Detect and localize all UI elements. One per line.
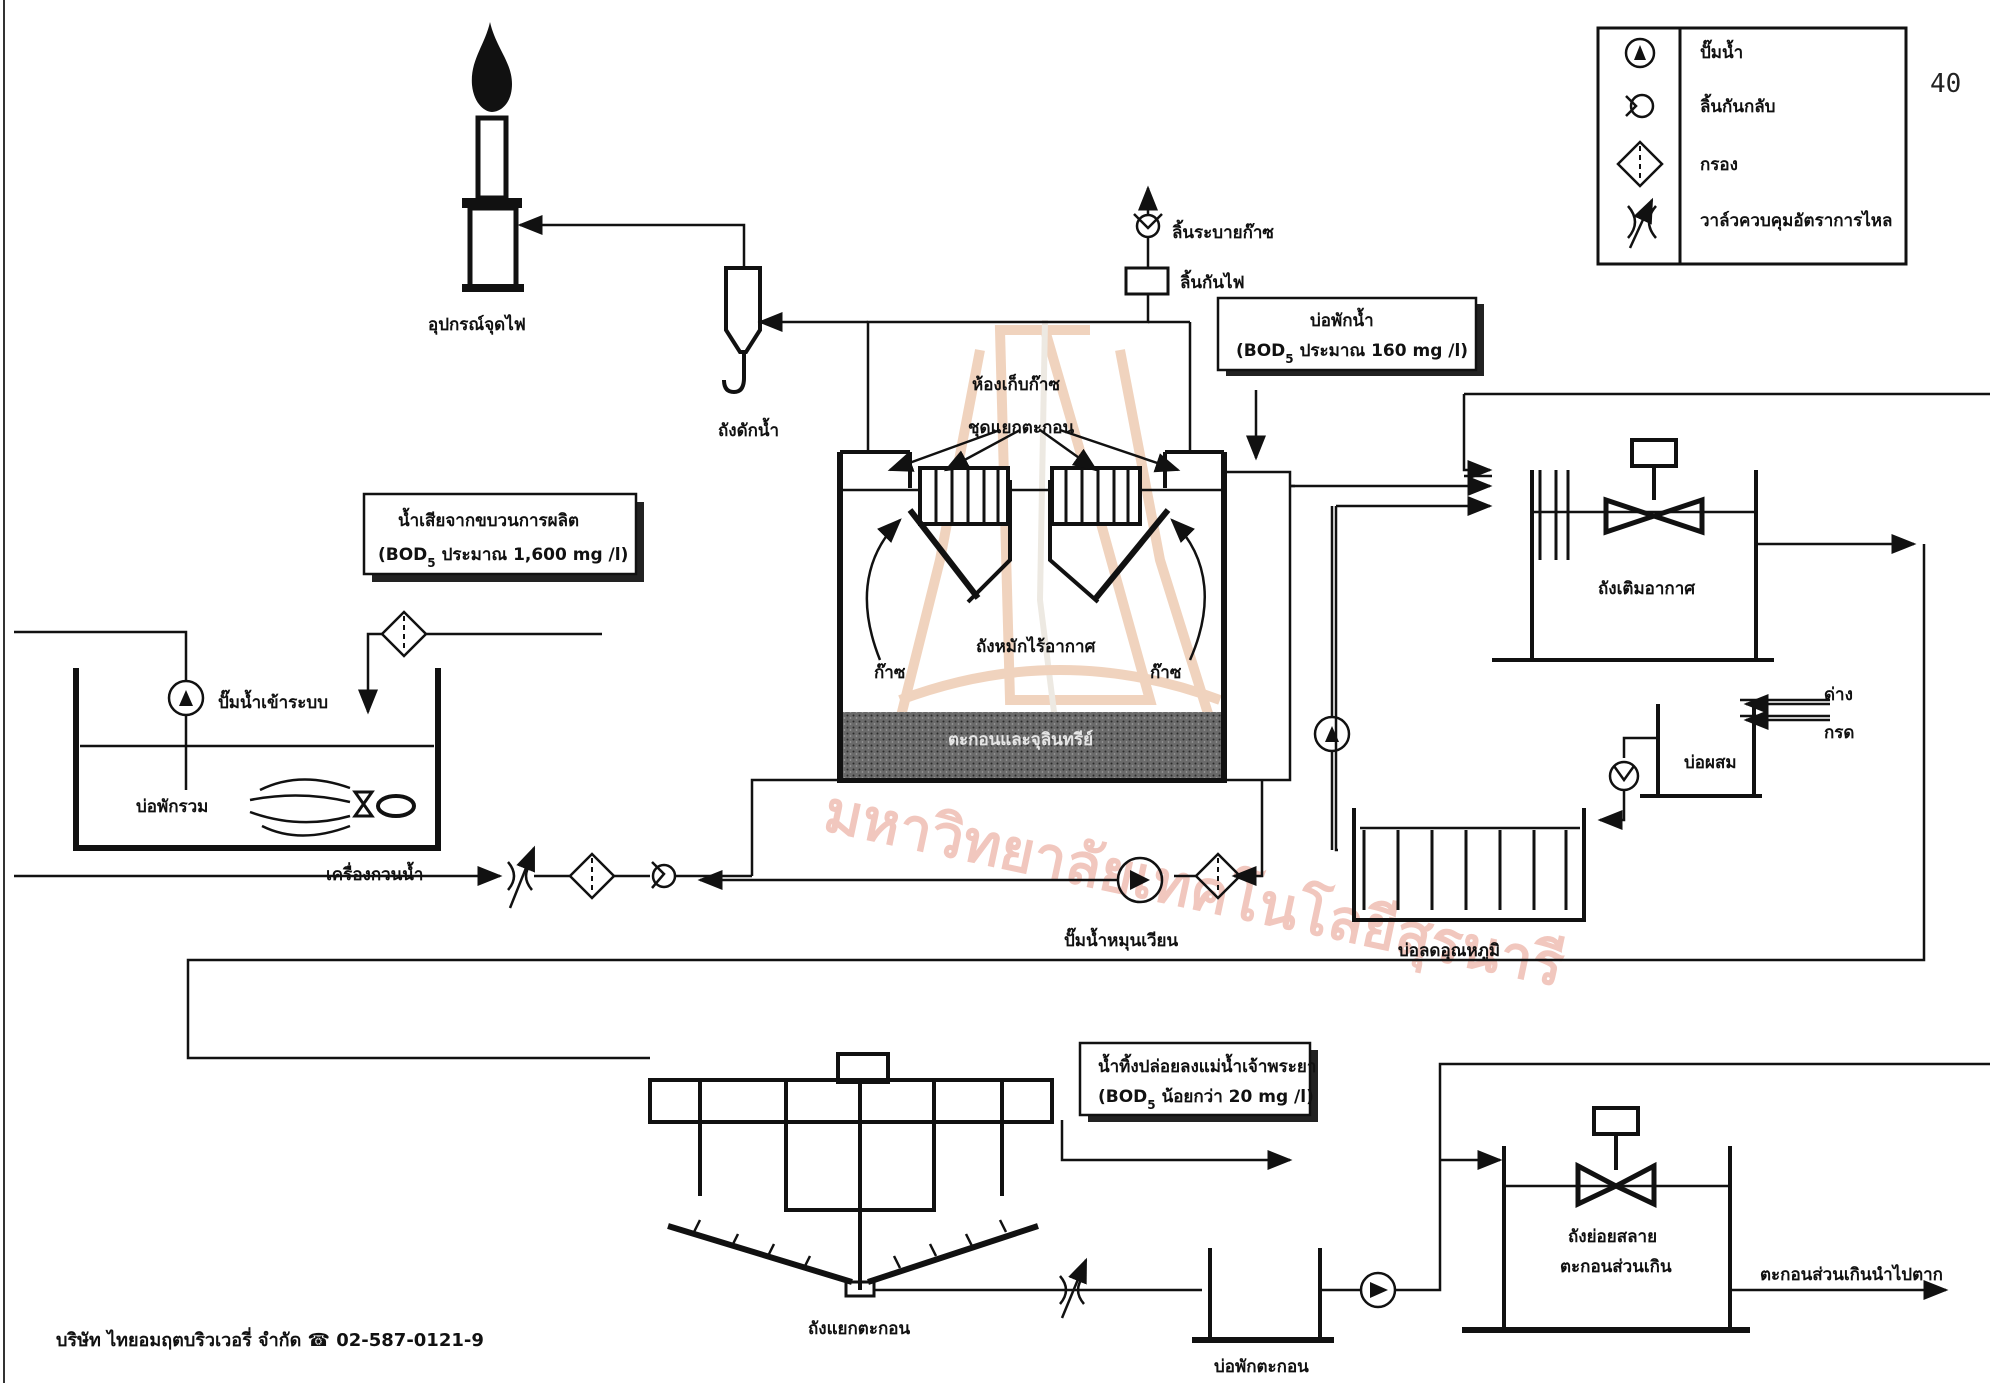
feed-filter bbox=[570, 854, 614, 898]
sludge-digester bbox=[1462, 1108, 1750, 1330]
legend: ปั๊มน้ำ ลิ้นกันกลับ กรอง วาล์วควบคุมอัตร… bbox=[1598, 28, 1906, 264]
aeration-tank-label: ถังเติมอากาศ bbox=[1598, 579, 1696, 599]
sludge-blanket-label: ตะกอนและจุลินทรีย์ bbox=[948, 729, 1093, 750]
collection-pond-label: บ่อพักรวม bbox=[136, 797, 208, 817]
mixer bbox=[250, 779, 414, 835]
filter-icon bbox=[1618, 142, 1662, 186]
holding-pond-bod-sub: 5 bbox=[1285, 352, 1293, 366]
legend-label-pump: ปั๊มน้ำ bbox=[1700, 39, 1743, 63]
university-logo-watermark bbox=[900, 320, 1220, 760]
mixer-label: เครื่องกวนน้ำ bbox=[326, 861, 423, 885]
gas-label-left: ก๊าซ bbox=[874, 663, 906, 683]
aeration-tank bbox=[1492, 440, 1774, 660]
inlet-pump-label: ปั๊มน้ำเข้าระบบ bbox=[218, 689, 328, 713]
inlet-pump bbox=[169, 681, 203, 715]
discharge-bod-post: น้อยกว่า 20 mg /l) bbox=[1156, 1087, 1314, 1107]
water-trap bbox=[724, 268, 760, 392]
wastewater-bod-pre: (BOD bbox=[378, 545, 427, 565]
discharge-title: น้ำทิ้งปล่อยลงแม่น้ำเจ้าพระยา bbox=[1098, 1053, 1316, 1077]
feed-check-valve bbox=[652, 862, 675, 888]
anaerobic-tank-label: ถังหมักไร้อากาศ bbox=[976, 636, 1097, 657]
discharge-box: น้ำทิ้งปล่อยลงแม่น้ำเจ้าพระยา (BOD5 น้อย… bbox=[1080, 1043, 1318, 1122]
clarifier bbox=[650, 1054, 1052, 1296]
gas-label-right: ก๊าซ bbox=[1150, 663, 1182, 683]
flame-arrester-label: ลิ้นกันไฟ bbox=[1180, 269, 1245, 293]
check-valve-icon bbox=[1626, 95, 1653, 117]
university-name-watermark: มหาวิทยาลัยเทคโนโลยีสุรนารี bbox=[818, 776, 1571, 1003]
recirc-pump-label: ปั๊มน้ำหมุนเวียน bbox=[1064, 927, 1179, 951]
flare-label: อุปกรณ์จุดไฟ bbox=[428, 314, 526, 335]
wastewater-bod-post: ประมาณ 1,600 mg /l) bbox=[436, 545, 629, 565]
mixing-pond-label: บ่อผสม bbox=[1684, 753, 1737, 773]
anaerobic-tank bbox=[840, 430, 1224, 780]
digester-label-line2: ตะกอนส่วนเกิน bbox=[1560, 1257, 1672, 1277]
discharge-bod-sub: 5 bbox=[1147, 1098, 1155, 1112]
wastewater-box: น้ำเสียจากขบวนการผลิต (BOD5 ประมาณ 1,600… bbox=[364, 494, 644, 582]
digester-label-line1: ถังย่อยสลาย bbox=[1568, 1227, 1657, 1247]
pump-icon bbox=[1626, 39, 1654, 67]
gas-vent-label: ลิ้นระบายก๊าซ bbox=[1172, 219, 1274, 243]
inlet-filter bbox=[382, 612, 426, 656]
cooling-pond-label: บ่อลดอุณหภูมิ bbox=[1398, 941, 1500, 962]
holding-pond-title: บ่อพักน้ำ bbox=[1310, 307, 1374, 331]
water-trap-label: ถังดักน้ำ bbox=[718, 417, 779, 441]
mixing-check-valve bbox=[1610, 762, 1638, 790]
legend-label-flow-valve: วาล์วควบคุมอัตราการไหล bbox=[1700, 210, 1892, 231]
clarifier-label: ถังแยกตะกอน bbox=[808, 1319, 910, 1339]
sludge-pump bbox=[1361, 1273, 1395, 1307]
holding-pond-box: บ่อพักน้ำ (BOD5 ประมาณ 160 mg /l) bbox=[1218, 298, 1484, 376]
gas-vent-valve bbox=[1134, 188, 1162, 237]
sludge-pond-label: บ่อพักตะกอน bbox=[1214, 1357, 1309, 1377]
gas-chamber-label: ห้องเก็บก๊าซ bbox=[972, 372, 1060, 395]
excess-sludge-out-label: ตะกอนส่วนเกินนำไปตาก bbox=[1760, 1264, 1943, 1285]
base-label: ด่าง bbox=[1824, 685, 1853, 705]
legend-label-check-valve: ลิ้นกันกลับ bbox=[1700, 93, 1775, 117]
footer-company: บริษัท ไทยอมฤตบริวเวอรี่ จำกัด ☎ 02-587-… bbox=[56, 1327, 484, 1351]
flare bbox=[462, 22, 524, 292]
page-number: 40 bbox=[1930, 69, 1961, 99]
holding-pond-bod-pre: (BOD bbox=[1236, 341, 1285, 361]
feed-flow-valve bbox=[508, 848, 534, 908]
legend-label-filter: กรอง bbox=[1700, 155, 1738, 175]
mixing-pond bbox=[1658, 704, 1754, 796]
discharge-bod-pre: (BOD bbox=[1098, 1087, 1147, 1107]
sludge-pond bbox=[1210, 1248, 1320, 1340]
acid-label: กรด bbox=[1824, 723, 1854, 743]
holding-pond-bod-post: ประมาณ 160 mg /l) bbox=[1294, 341, 1468, 361]
wastewater-title: น้ำเสียจากขบวนการผลิต bbox=[398, 507, 579, 531]
wastewater-bod-sub: 5 bbox=[427, 556, 435, 570]
flame-arrester bbox=[1126, 268, 1168, 294]
cooling-pump bbox=[1315, 717, 1349, 751]
flow-control-valve-icon bbox=[1628, 200, 1656, 248]
sludge-separator-label: ชุดแยกตะกอน bbox=[968, 418, 1074, 438]
